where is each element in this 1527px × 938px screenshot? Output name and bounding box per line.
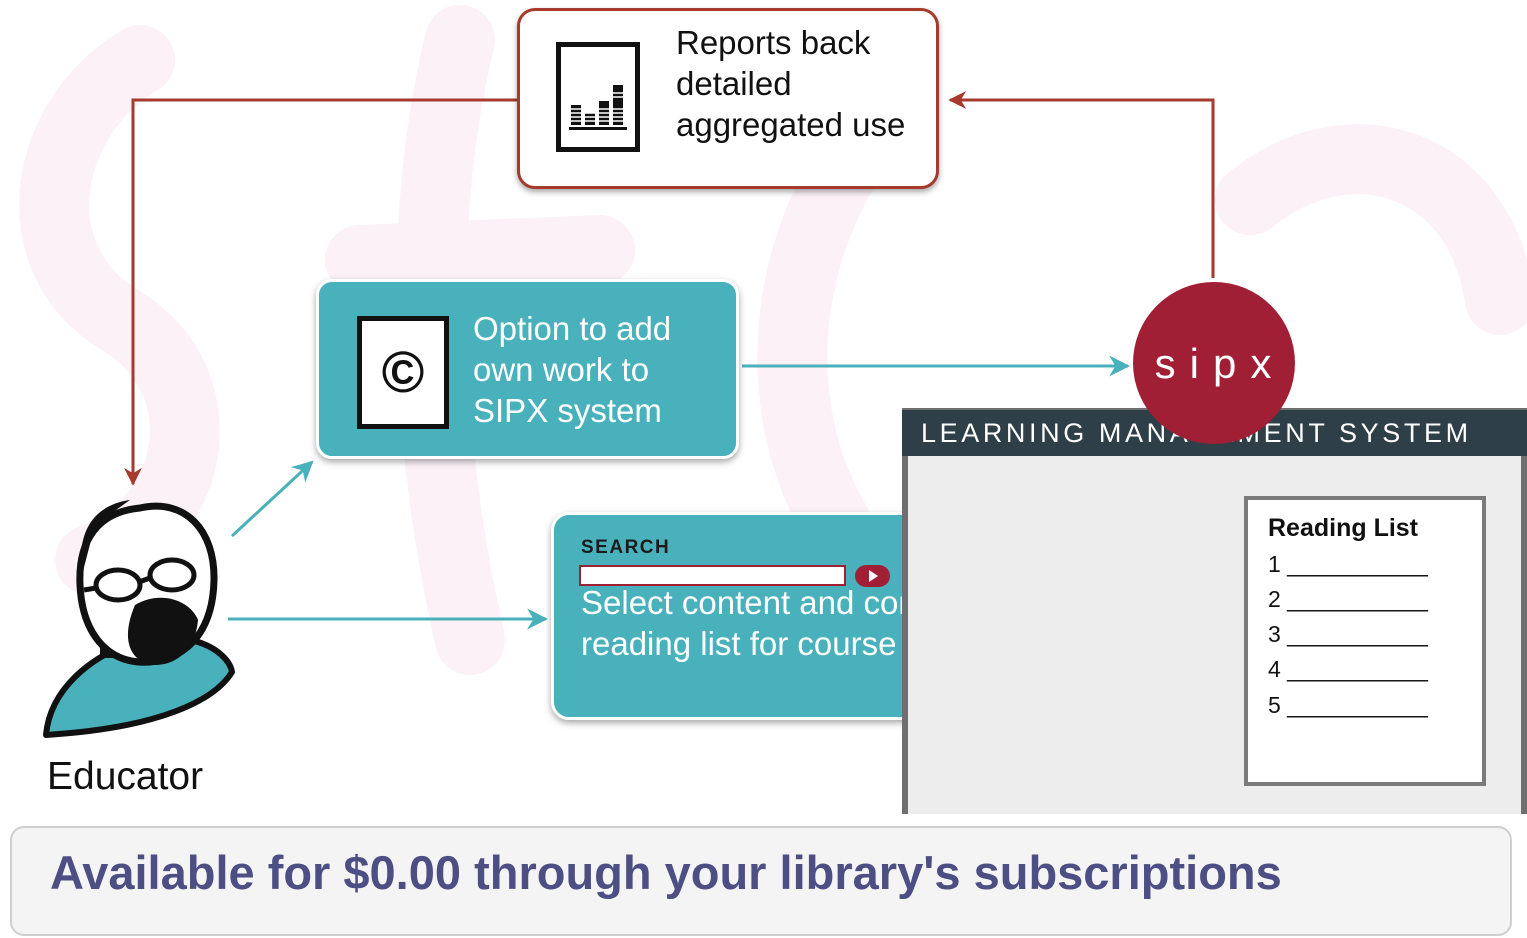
- reading-list-item: 4 ___________: [1268, 656, 1428, 682]
- educator-label: Educator: [47, 755, 204, 798]
- search-label: SEARCH: [581, 537, 671, 558]
- availability-bar: [10, 826, 1512, 936]
- copyright-document-icon: ©: [357, 316, 449, 429]
- copyright-symbol: ©: [381, 340, 425, 405]
- reading-list-item: 1 ___________: [1268, 551, 1428, 577]
- sipx-logo-text: sipx: [1154, 340, 1286, 387]
- reading-list-item: 3 ___________: [1268, 621, 1428, 647]
- arrow-educator-to-option: [230, 460, 314, 538]
- report-text: Reports back detailed aggregated use: [676, 24, 906, 143]
- arrow-report-to-educator: [124, 98, 517, 486]
- search-input[interactable]: [579, 565, 846, 586]
- reading-list-item: 2 ___________: [1268, 586, 1428, 612]
- reading-list-card: [1244, 496, 1486, 786]
- reading-list-item: 5 ___________: [1268, 692, 1428, 718]
- play-icon[interactable]: [855, 565, 890, 587]
- arrow-sipx-to-report: [948, 91, 1215, 278]
- option-text: Option to add own work to SIPX system: [473, 310, 672, 429]
- educator-avatar-icon: [43, 500, 235, 738]
- bar-chart-document-icon: [556, 42, 640, 152]
- sipx-logo: [1133, 282, 1295, 444]
- availability-text: Available for $0.00 through your library…: [50, 846, 1282, 899]
- reading-list-title: Reading List: [1268, 514, 1419, 542]
